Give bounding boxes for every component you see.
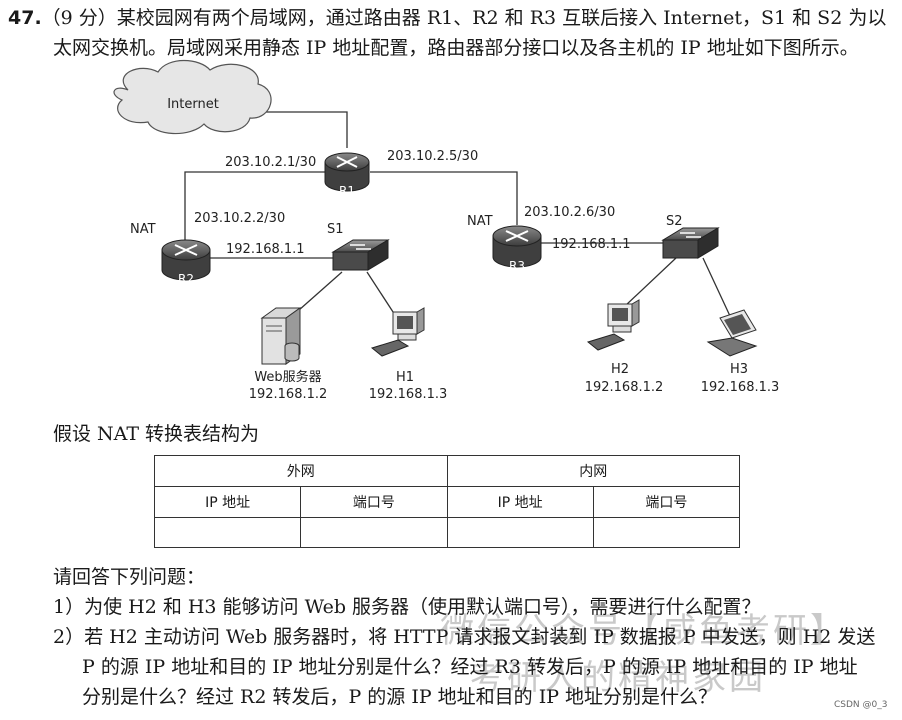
router-r1-icon: R1 bbox=[324, 152, 370, 198]
h3-name: H3 bbox=[730, 362, 748, 377]
question-2-line-1: 2）若 H2 主动访问 Web 服务器时，将 HTTP 请求报文封装到 IP 数… bbox=[53, 626, 876, 648]
nat-cell-empty bbox=[446, 517, 594, 548]
router-r2-name: R2 bbox=[178, 272, 194, 286]
nat-cell-empty bbox=[300, 517, 448, 548]
nat-col-outer-port: 端口号 bbox=[300, 486, 448, 518]
switch-s2-icon bbox=[661, 227, 720, 259]
link-r1-r3 bbox=[370, 171, 518, 225]
nat-col-inner-port: 端口号 bbox=[592, 486, 741, 518]
switch-s1-icon bbox=[331, 239, 390, 271]
internet-cloud-icon: Internet bbox=[113, 60, 272, 135]
web-server-name: Web服务器 bbox=[254, 369, 321, 385]
question-header: 47.（9 分）某校园网有两个局域网，通过路由器 R1、R2 和 R3 互联后接… bbox=[8, 4, 886, 33]
link-internet-r1 bbox=[255, 111, 348, 148]
nat-intro: 假设 NAT 转换表结构为 bbox=[53, 423, 260, 445]
web-server-icon bbox=[260, 307, 302, 365]
router-r2-icon: R2 bbox=[161, 239, 211, 286]
link-r1-r2 bbox=[184, 171, 325, 240]
r3-nat-label: NAT bbox=[467, 214, 493, 229]
router-r3-icon: R3 bbox=[492, 225, 542, 273]
h1-name: H1 bbox=[396, 370, 414, 385]
h2-name: H2 bbox=[611, 362, 629, 377]
h3-laptop-icon bbox=[706, 309, 758, 357]
answer-intro: 请回答下列问题： bbox=[53, 566, 206, 588]
r1-right-ip: 203.10.2.5/30 bbox=[387, 149, 478, 164]
nat-header-inner: 内网 bbox=[446, 455, 740, 487]
link-s2-h2 bbox=[624, 257, 677, 307]
s1-label: S1 bbox=[327, 222, 344, 237]
question-line-2: 太网交换机。局域网采用静态 IP 地址配置，路由器部分接口以及各主机的 IP 地… bbox=[53, 37, 859, 59]
web-server-ip: 192.168.1.2 bbox=[249, 387, 328, 402]
nat-col-outer-ip: IP 地址 bbox=[153, 486, 302, 518]
question-line-1: （9 分）某校园网有两个局域网，通过路由器 R1、R2 和 R3 互联后接入 I… bbox=[41, 7, 887, 29]
question-2-line-2: P 的源 IP 地址和目的 IP 地址分别是什么？经过 R3 转发后，P 的源 … bbox=[82, 656, 858, 678]
r3-lan-ip: 192.168.1.1 bbox=[552, 237, 631, 252]
network-links bbox=[184, 111, 731, 319]
question-number: 47. bbox=[8, 7, 42, 29]
r2-lan-ip: 192.168.1.1 bbox=[226, 242, 305, 257]
r1-left-ip: 203.10.2.1/30 bbox=[225, 155, 316, 170]
nat-cell-empty bbox=[153, 517, 302, 548]
r2-nat-label: NAT bbox=[130, 222, 156, 237]
h1-pc-icon bbox=[370, 307, 425, 357]
link-s1-h1 bbox=[366, 271, 396, 316]
watermark-text-2: 考研人的精神家园 bbox=[470, 658, 766, 698]
router-r1-name: R1 bbox=[339, 184, 355, 198]
link-s2-h3 bbox=[702, 257, 731, 317]
watermark-text: 微信公众号【咸鱼考研】 bbox=[440, 611, 847, 651]
h2-ip: 192.168.1.2 bbox=[585, 380, 664, 395]
r2-wan-ip: 203.10.2.2/30 bbox=[194, 211, 285, 226]
h2-pc-icon bbox=[586, 299, 640, 351]
internet-label: Internet bbox=[167, 97, 219, 112]
h1-ip: 192.168.1.3 bbox=[369, 387, 448, 402]
nat-table: 外网 内网 IP 地址 端口号 IP 地址 端口号 bbox=[153, 455, 741, 548]
s2-label: S2 bbox=[666, 214, 683, 229]
nat-col-inner-ip: IP 地址 bbox=[446, 486, 594, 518]
r3-wan-ip: 203.10.2.6/30 bbox=[524, 205, 615, 220]
question-2-line-3: 分别是什么？经过 R2 转发后，P 的源 IP 地址和目的 IP 地址分别是什么… bbox=[82, 686, 718, 708]
footer-credit: CSDN @0_3 bbox=[834, 700, 888, 710]
h3-ip: 192.168.1.3 bbox=[701, 380, 780, 395]
nat-cell-empty bbox=[592, 517, 741, 548]
question-1: 1）为使 H2 和 H3 能够访问 Web 服务器（使用默认端口号），需要进行什… bbox=[53, 596, 761, 618]
router-r3-name: R3 bbox=[509, 259, 525, 273]
nat-header-outer: 外网 bbox=[154, 455, 448, 487]
